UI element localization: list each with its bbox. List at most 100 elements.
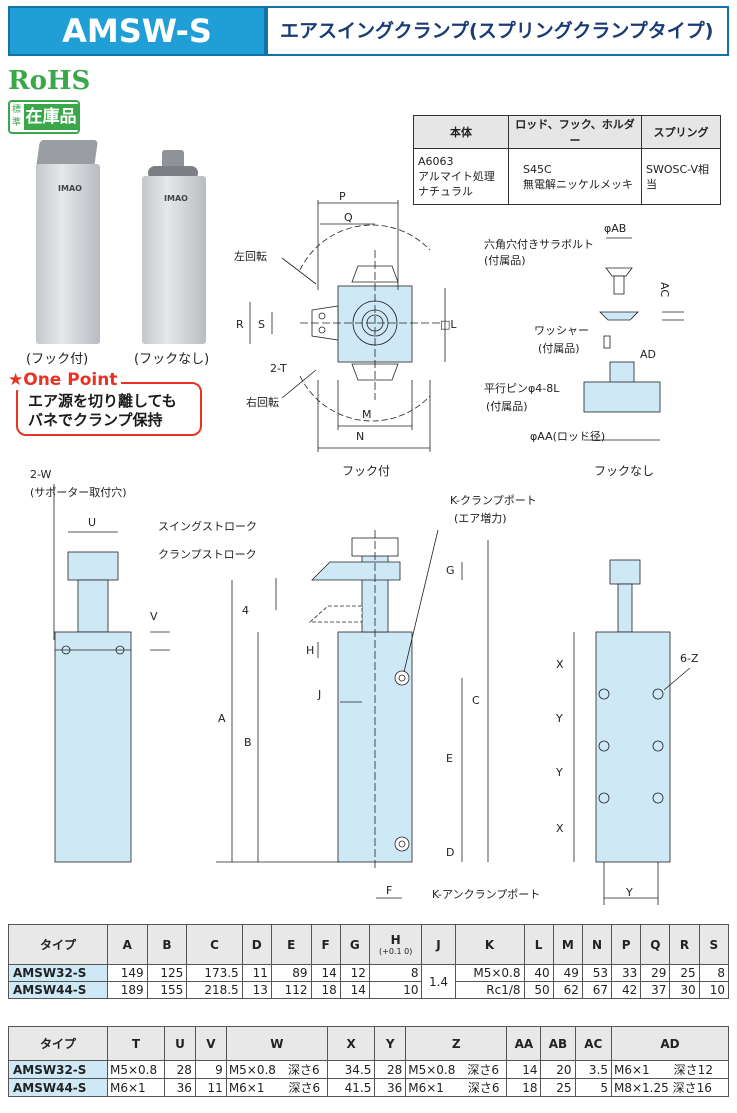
spec1-header: D: [241, 924, 272, 965]
label-pin: 平行ピンφ4-8L: [484, 382, 560, 395]
table-row: AMSW32-S M5×0.8 28 9 M5×0.8 深さ6 34.5 28 …: [8, 1060, 729, 1079]
dim-x-top: X: [556, 658, 564, 671]
mat-header-spring: スプリング: [641, 115, 721, 149]
spec2-cell: 14: [506, 1060, 542, 1079]
dim-d: D: [446, 846, 455, 859]
mat-body-line: アルマイト処理: [418, 170, 495, 183]
label-air-boost: (エア増力): [454, 512, 507, 525]
dim-ad: AD: [640, 348, 656, 361]
spec2-cell: M5×0.8 深さ6: [225, 1060, 328, 1079]
dim-r: R: [236, 318, 244, 331]
table-row: AMSW32-S 149 125 173.5 11 89 14 12 8 1.4…: [8, 964, 730, 999]
spec1-cell: 89: [270, 964, 312, 982]
spec1-cell: 189: [107, 981, 148, 999]
table-row: AMSW44-S M6×1 36 11 M6×1 深さ6 41.5 36 M6×…: [8, 1078, 729, 1097]
dim-z: 6-Z: [680, 652, 699, 665]
dim-w: 2-W: [30, 468, 52, 481]
spec1-header: タイプ: [8, 924, 108, 965]
spec1-header: A: [107, 924, 148, 965]
spec2-header: U: [164, 1026, 196, 1061]
spec1-cell: M5×0.8: [454, 964, 525, 982]
mat-spring-cell: SWOSC-V相当: [641, 148, 721, 205]
photo-caption-nohook: (フックなし): [134, 352, 210, 367]
spec1-cell-j: 1.4: [421, 964, 456, 999]
stock-label: 在庫品: [24, 104, 78, 130]
spec1-cell: 149: [107, 964, 148, 982]
spec1-header-h: H(+0.1 0): [368, 924, 423, 965]
spec2-header: V: [194, 1026, 227, 1061]
one-point-title: ★One Point: [8, 370, 122, 390]
product-title: エアスイングクランプ(スプリングクランプタイプ): [266, 6, 729, 56]
spec1-header: G: [339, 924, 370, 965]
dim-c: C: [472, 694, 480, 707]
spec1-cell: 10: [698, 981, 730, 999]
dim-v: V: [150, 610, 158, 623]
spec1-cell: 53: [581, 964, 613, 982]
spec1-header-h-tol: (+0.1 0): [379, 947, 413, 956]
dim-j: J: [318, 688, 322, 701]
mat-body-cell: A6063 アルマイト処理 ナチュラル: [413, 148, 509, 205]
spec1-cell: 155: [146, 981, 188, 999]
spec1-header: N: [581, 924, 613, 965]
spec2-cell: M5×0.8: [107, 1060, 165, 1079]
dim-x-bottom: X: [556, 822, 564, 835]
one-point-box: エア源を切り離しても バネでクランプ保持: [16, 382, 202, 436]
spec1-cell: 30: [669, 981, 700, 999]
caption-nohook: フックなし: [594, 464, 655, 478]
spec1-cell: 218.5: [186, 981, 243, 999]
spec1-header: C: [186, 924, 243, 965]
product-photo-nohook: IMAO: [136, 150, 212, 345]
spec1-header: S: [698, 924, 730, 965]
label-swing-stroke: スイングストローク: [158, 520, 257, 533]
spec1-type: AMSW32-S: [8, 964, 108, 982]
label-bolt: 六角穴付きサラボルト: [484, 238, 594, 251]
mat-rod-line: 無電解ニッケルメッキ: [523, 177, 633, 191]
spec2-cell: 36: [374, 1078, 407, 1097]
spec1-cell: 25: [669, 964, 700, 982]
dim-f: F: [386, 884, 393, 897]
label-washer: ワッシャー: [534, 324, 589, 337]
dim-n: N: [356, 430, 365, 443]
spec2-cell: 5: [574, 1078, 612, 1097]
spec2-cell: M6×1: [107, 1078, 165, 1097]
label-left-rotation: 左回転: [234, 250, 267, 263]
spec1-cell: 112: [270, 981, 312, 999]
spec1-cell: 125: [146, 964, 188, 982]
dim-e: E: [446, 752, 453, 765]
mat-body-line: ナチュラル: [418, 185, 473, 198]
spec2-header: X: [326, 1026, 376, 1061]
spec2-header: AD: [611, 1026, 729, 1061]
spec1-header: Q: [640, 924, 671, 965]
dim-aa: φAA(ロッド径): [530, 430, 606, 443]
spec1-cell: 37: [640, 981, 671, 999]
spec1-type: AMSW44-S: [8, 981, 108, 999]
spec2-cell: 20: [540, 1060, 576, 1079]
dim-b: B: [244, 736, 252, 749]
technical-drawing: [53, 200, 691, 905]
spec2-cell: 3.5: [574, 1060, 612, 1079]
table-row: AMSW44-S 189 155 218.5 13 112 18 14 10 R…: [8, 981, 730, 999]
spec1-cell: 42: [611, 981, 642, 999]
dim-u: U: [88, 516, 97, 529]
mat-rod-cell: S45C 無電解ニッケルメッキ: [508, 148, 642, 205]
spec2-cell: M6×1 深さ6: [225, 1078, 328, 1097]
dim-h: H: [306, 644, 315, 657]
spec1-header: P: [611, 924, 642, 965]
label-right-rotation: 右回転: [246, 396, 279, 409]
spec2-cell: M5×0.8 深さ6: [405, 1060, 508, 1079]
spec2-cell: M6×1 深さ12: [611, 1060, 729, 1079]
dim-a: A: [218, 712, 226, 725]
spec1-header: F: [310, 924, 341, 965]
spec1-header: K: [454, 924, 525, 965]
spec1-cell: 8: [698, 964, 730, 982]
spec2-cell: M6×1 深さ6: [405, 1078, 508, 1097]
spec1-cell: 173.5: [186, 964, 243, 982]
brand-logo-text: IMAO: [164, 194, 188, 203]
spec1-cell: 13: [241, 981, 272, 999]
spec2-cell: 9: [194, 1060, 227, 1079]
spec1-cell: 40: [523, 964, 554, 982]
dim-4: 4: [242, 604, 249, 617]
dim-ab: φAB: [604, 222, 627, 235]
spec1-cell: 14: [339, 981, 370, 999]
product-photo-hook: IMAO: [30, 140, 106, 345]
